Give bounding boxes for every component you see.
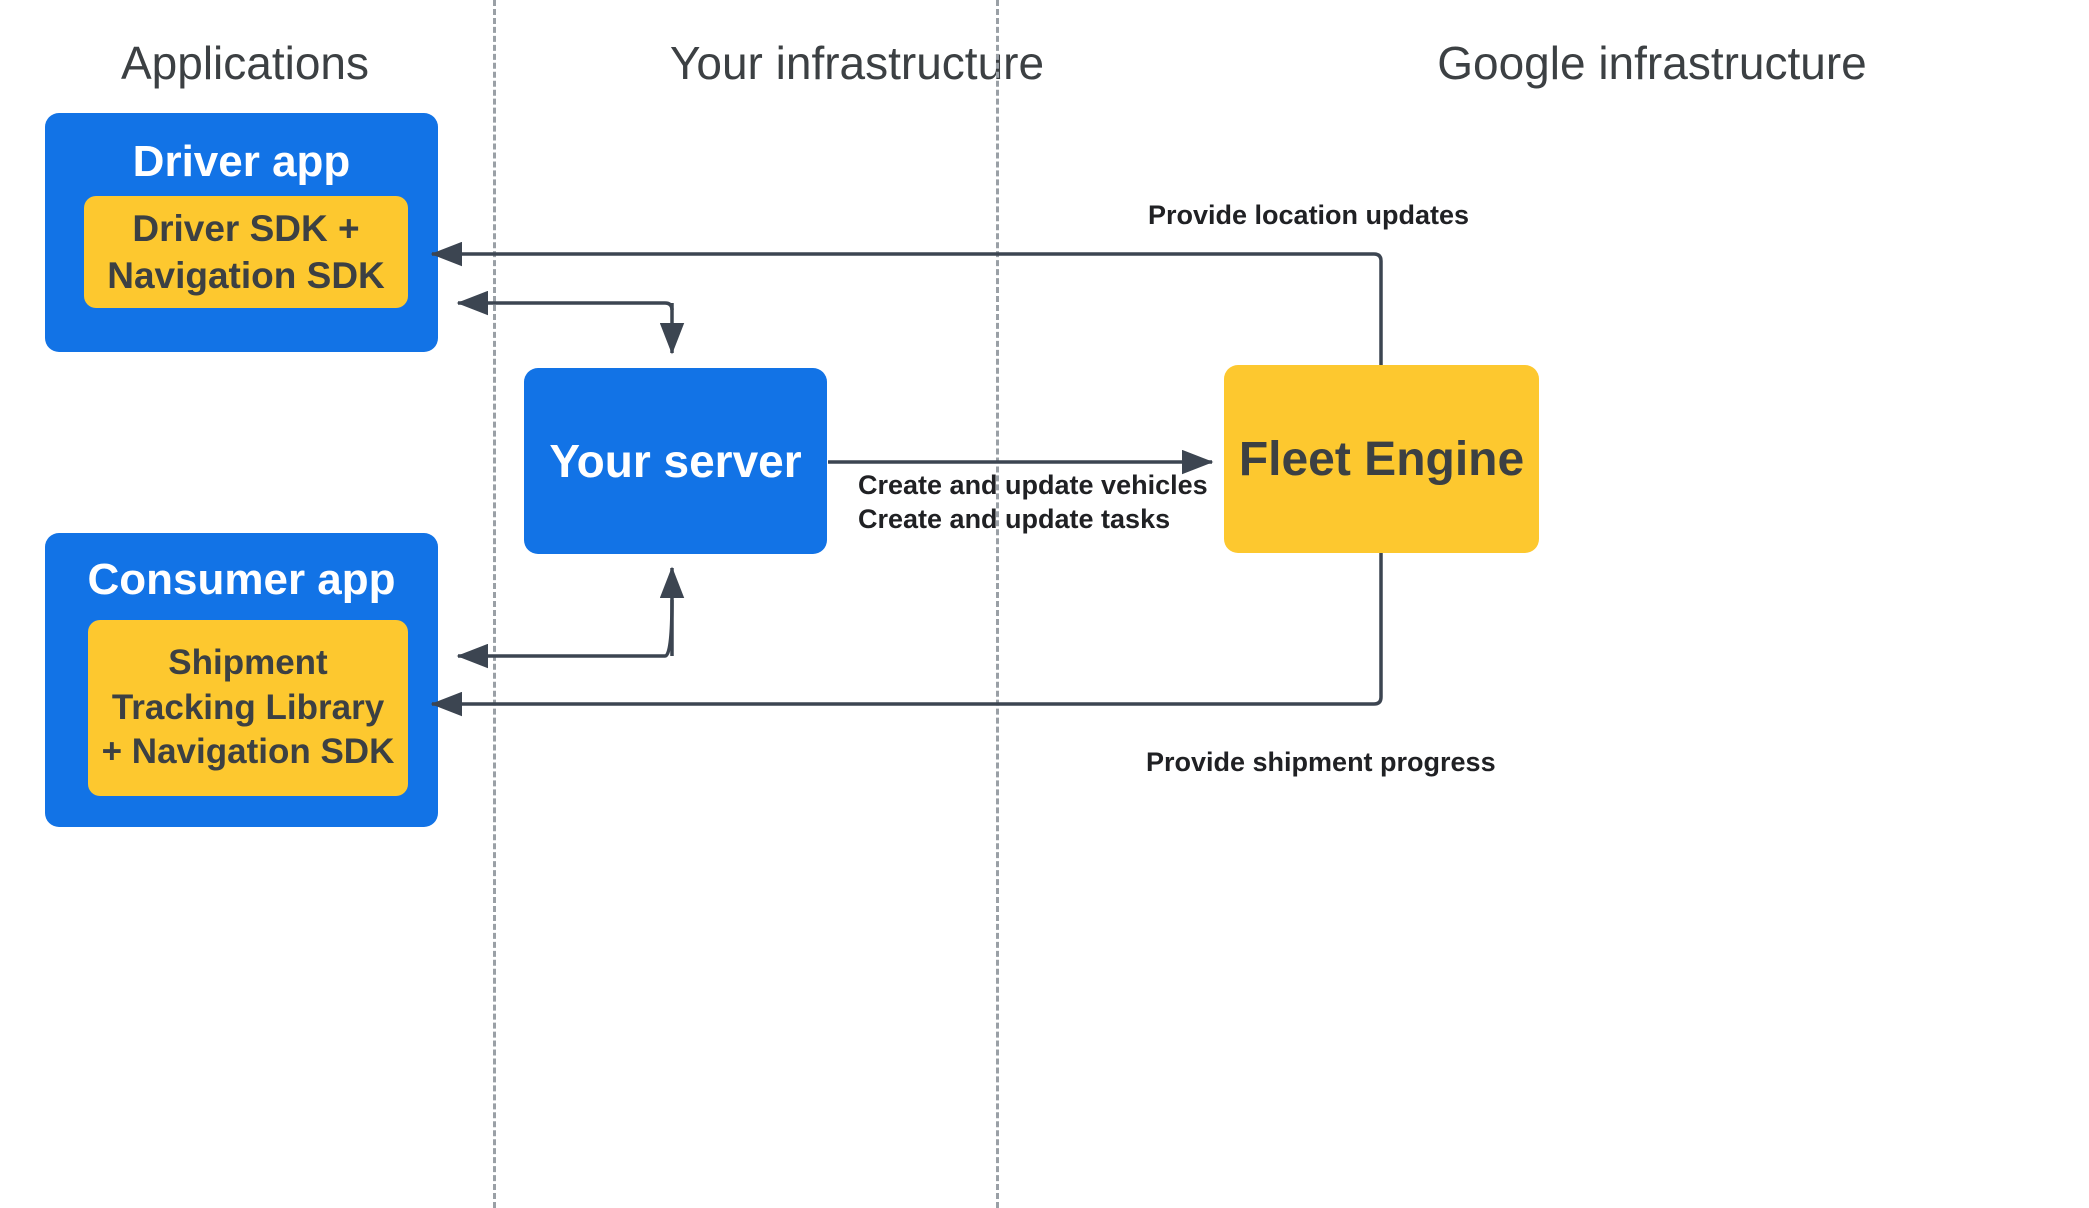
edge-label-create-update-vehicles: Create and update vehicles [858,470,1208,500]
edge-server-to-consumer-arrow [456,599,674,669]
edge-location-updates-arrow [430,241,1383,365]
column-divider-left [493,0,496,1208]
column-header-google-infrastructure: Google infrastructure [1437,37,1867,89]
edge-shipment-progress-arrow [430,553,1383,717]
node-driver-sdk-line2: Navigation SDK [107,255,385,296]
node-fleet-engine[interactable]: Fleet Engine [1224,365,1539,553]
node-driver-app-label: Driver app [132,137,351,186]
node-shipment-sdk-line2: Tracking Library [111,687,385,727]
column-divider-right [996,0,999,1208]
column-header-applications: Applications [120,37,370,89]
node-shipment-tracking-sdk-label: Shipment Tracking Library + Navigation S… [102,641,395,775]
node-your-server[interactable]: Your server [524,368,827,554]
edge-label-shipment-progress: Provide shipment progress [1146,747,1496,777]
column-header-your-infrastructure: Your infrastructure [669,37,1045,89]
edge-driver-return-arrow [456,290,674,316]
node-driver-sdk-line1: Driver SDK + [132,207,360,249]
node-driver-sdk[interactable]: Driver SDK + Navigation SDK [84,196,408,308]
node-shipment-sdk-line1: Shipment [168,642,328,682]
node-your-server-label: Your server [549,435,802,487]
edge-label-create-update-tasks: Create and update tasks [858,504,1171,534]
node-shipment-sdk-line3: + Navigation SDK [101,732,395,772]
node-shipment-tracking-sdk[interactable]: Shipment Tracking Library + Navigation S… [88,620,408,796]
edge-label-location-updates: Provide location updates [1148,200,1470,230]
node-driver-sdk-label: Driver SDK + Navigation SDK [107,205,385,300]
node-consumer-app-label: Consumer app [87,555,396,604]
node-fleet-engine-label: Fleet Engine [1238,432,1525,486]
